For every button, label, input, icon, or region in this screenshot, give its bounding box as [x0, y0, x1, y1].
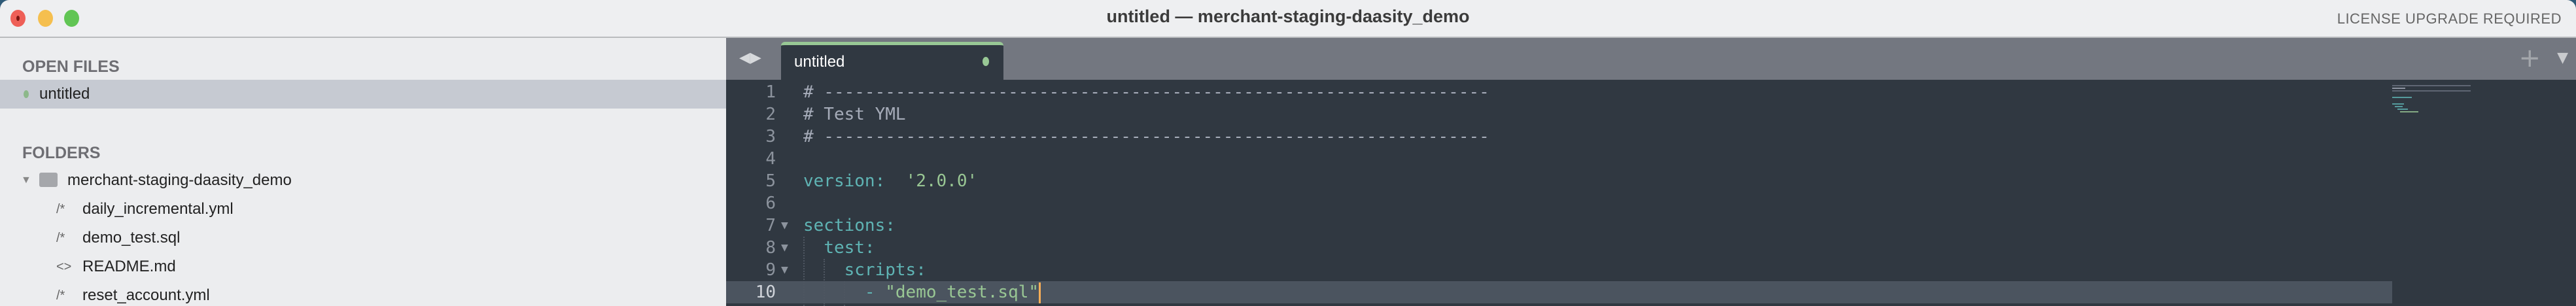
modified-dot-icon [983, 57, 989, 66]
sidebar: OPEN FILES untitled FOLDERS ▼ merchant-s… [0, 38, 726, 306]
file-item[interactable]: <> README.md [0, 252, 726, 281]
code-line[interactable]: 3# -------------------------------------… [765, 127, 1489, 146]
license-notice[interactable]: LICENSE UPGRADE REQUIRED [2337, 10, 2562, 27]
text-caret [1039, 282, 1041, 303]
file-item[interactable]: /* daily_incremental.yml [0, 195, 726, 224]
code-line[interactable]: 4 [765, 149, 776, 169]
tab-menu-chevron-icon[interactable]: ▼ [2557, 50, 2568, 66]
code-line[interactable]: 6 [765, 194, 776, 213]
tab-bar: ◀▶ untitled + ▼ [726, 38, 2576, 80]
tab-nav-arrows-icon[interactable]: ◀▶ [739, 50, 761, 66]
code-line-current[interactable]: 10 - "demo_test.sql" [726, 281, 2392, 303]
code-line[interactable]: 2# Test YML [765, 105, 906, 124]
window-title: untitled — merchant-staging-daasity_demo [1106, 7, 1470, 26]
code-line[interactable]: 9▼ scripts: [765, 260, 926, 280]
file-item[interactable]: /* reset_account.yml [0, 281, 726, 306]
fold-arrow-icon[interactable]: ▼ [781, 263, 788, 277]
file-comment-icon: /* [56, 202, 65, 216]
folders-header: FOLDERS [22, 144, 101, 162]
file-label: reset_account.yml [82, 286, 210, 304]
fold-arrow-icon[interactable]: ▼ [781, 218, 788, 232]
indent-guide [844, 281, 845, 306]
open-file-untitled[interactable]: untitled [0, 80, 726, 109]
code-line[interactable]: 1# -------------------------------------… [765, 82, 1489, 102]
fold-arrow-icon[interactable]: ▼ [781, 241, 788, 254]
tab-untitled[interactable]: untitled [781, 42, 1003, 80]
zoom-button[interactable] [64, 10, 79, 27]
file-label: demo_test.sql [82, 229, 181, 246]
minimap[interactable] [2392, 84, 2471, 114]
open-files-header: OPEN FILES [22, 58, 120, 76]
file-item[interactable]: /* demo_test.sql [0, 224, 726, 252]
file-comment-icon: /* [56, 288, 65, 303]
close-button[interactable] [10, 10, 26, 27]
file-label: README.md [82, 258, 176, 275]
code-line[interactable]: 7▼sections: [765, 216, 896, 235]
open-file-label: untitled [39, 85, 90, 103]
indent-guide [803, 237, 805, 306]
code-line[interactable]: 8▼ test: [765, 238, 875, 258]
folder-item[interactable]: ▼ merchant-staging-daasity_demo [0, 166, 726, 195]
modified-dot-icon [24, 90, 29, 98]
file-comment-icon: /* [56, 231, 65, 245]
chevron-down-icon: ▼ [21, 175, 31, 186]
tab-label: untitled [794, 53, 845, 71]
indent-guide [824, 259, 825, 306]
new-tab-plus-icon[interactable]: + [2518, 43, 2541, 73]
title-bar: untitled — merchant-staging-daasity_demo… [0, 0, 2576, 38]
file-code-icon: <> [56, 260, 72, 274]
file-label: daily_incremental.yml [82, 200, 234, 218]
folder-icon [39, 173, 58, 187]
minimize-button[interactable] [38, 10, 53, 27]
code-editor[interactable]: 1# -------------------------------------… [726, 80, 2576, 306]
folder-label: merchant-staging-daasity_demo [67, 171, 292, 189]
